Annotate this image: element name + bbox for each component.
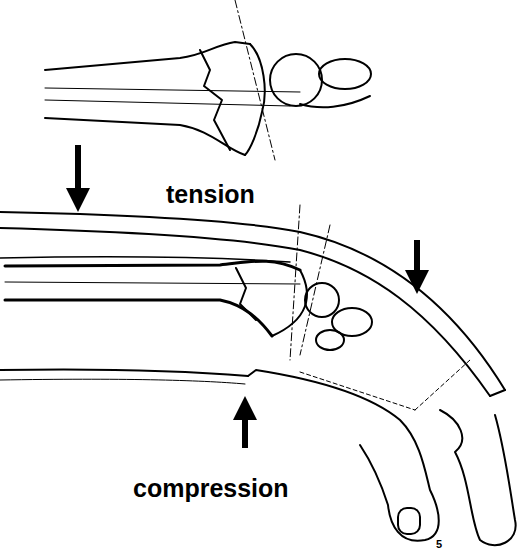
force-arrow [242,408,248,448]
bone-outline [5,261,300,270]
reference-line [300,225,330,355]
finger-outline [440,410,516,545]
force-label: tension [166,180,255,209]
bone-outline [45,42,250,70]
force-label: compression [133,474,289,503]
reference-line [290,205,300,360]
force-arrow [414,240,420,282]
cast-outline [0,212,505,390]
axis-line [45,100,290,106]
articular-surface [272,270,307,336]
cast-edge [415,360,470,410]
cast-outline [0,228,490,396]
cast-outline [0,379,245,384]
articular-surface [245,44,265,155]
axis-line [45,88,300,92]
carpal-bone [305,283,339,317]
cast-outline [490,390,505,396]
carpal-bone [319,59,371,89]
carpal-bone [270,54,322,106]
cast-outline [0,369,248,376]
carpal-bone [316,330,344,350]
reference-line [235,0,275,160]
carpal-bone [300,96,370,107]
fracture-line [236,268,256,320]
bone-outline [5,300,272,336]
fracture-line [200,50,230,150]
force-arrow [75,145,81,200]
thumb-nail [398,508,420,534]
axis-line [5,282,300,284]
hand-outline [248,370,439,541]
figure-number: 5 [436,538,442,550]
cast-edge [300,372,415,410]
